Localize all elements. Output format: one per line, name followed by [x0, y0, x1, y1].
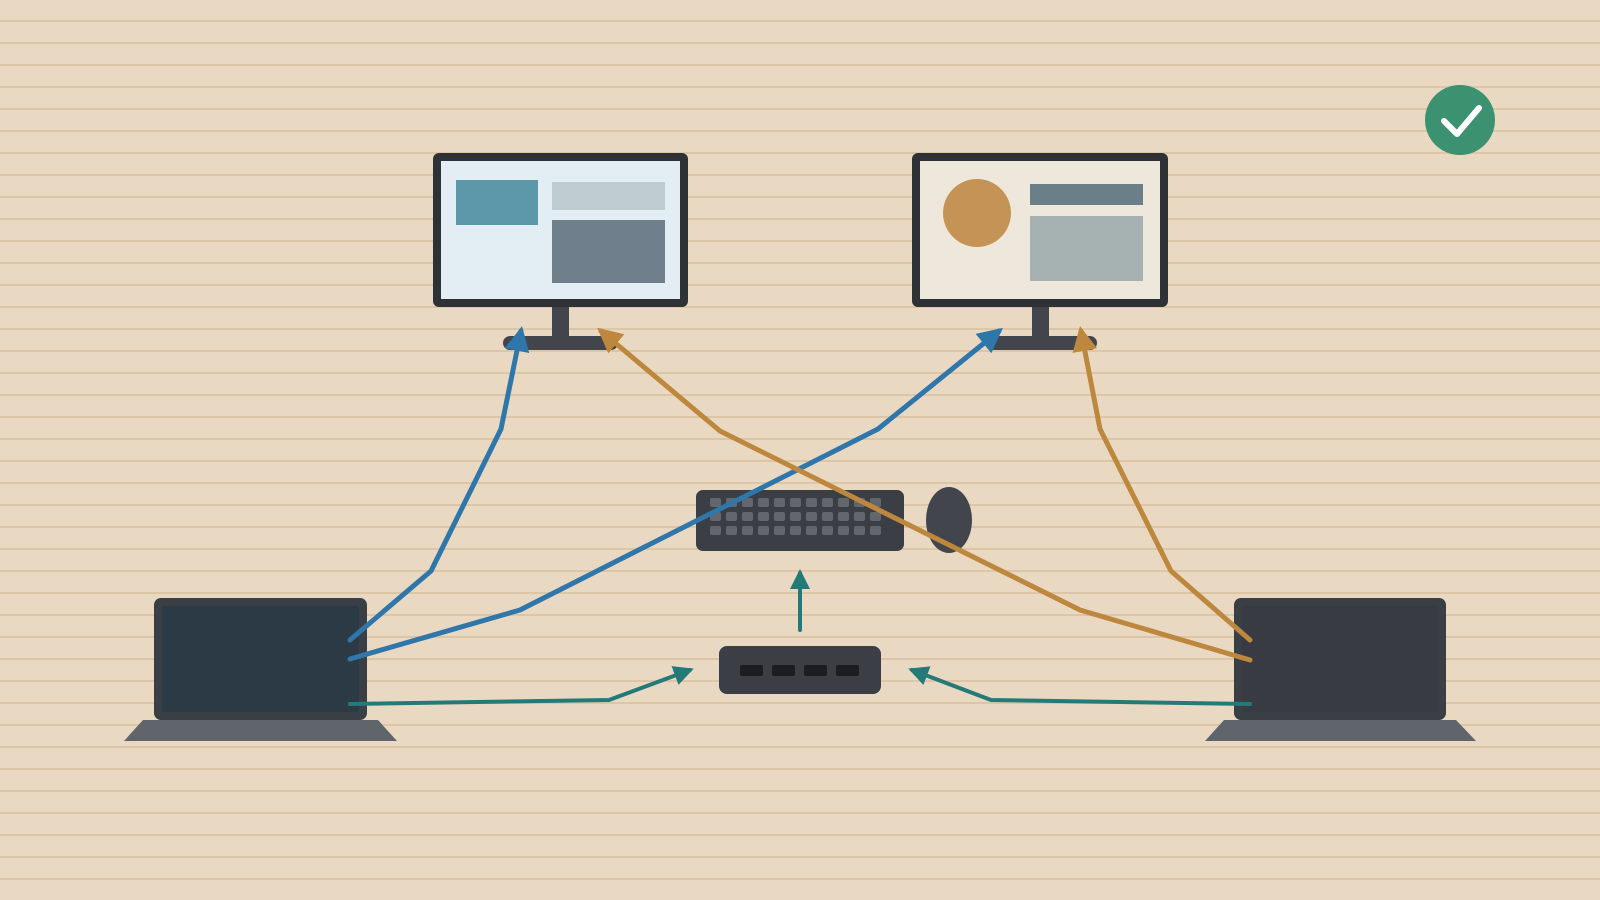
screen-panel — [1030, 216, 1143, 281]
cables — [347, 326, 1253, 706]
keyboard-key — [838, 498, 849, 507]
monitor-right-neck — [1032, 307, 1049, 337]
usb-port — [772, 665, 795, 676]
keyboard-key — [742, 498, 753, 507]
kvm-switch-body — [719, 646, 881, 694]
keyboard-key — [742, 526, 753, 535]
screen-bar — [552, 182, 665, 210]
laptop-left — [124, 598, 397, 741]
cable-laptop-right-to-switch — [908, 666, 1252, 706]
cable-laptop-left-to-monitor-right — [347, 327, 1003, 662]
monitor-left-stand — [503, 336, 618, 350]
keyboard-key — [854, 512, 865, 521]
keyboard-key — [790, 498, 801, 507]
keyboard-keys — [710, 498, 881, 535]
keyboard-key — [758, 512, 769, 521]
keyboard-key — [758, 526, 769, 535]
checkmark — [1441, 105, 1482, 137]
keyboard-key — [806, 526, 817, 535]
monitor-right — [912, 153, 1168, 350]
cable-laptop-left-to-monitor-left — [347, 326, 530, 643]
keyboard-key — [774, 512, 785, 521]
check-circle-icon — [1425, 85, 1495, 155]
laptop-right-base — [1205, 720, 1476, 741]
keyboard-key — [774, 498, 785, 507]
keyboard-key — [726, 512, 737, 521]
cable-laptop-left-to-switch — [348, 666, 694, 706]
keyboard-key — [726, 526, 737, 535]
laptop-left-base — [124, 720, 397, 741]
monitor-left-neck — [552, 307, 569, 337]
keyboard-key — [806, 512, 817, 521]
cable-laptop-right-to-monitor-left — [597, 327, 1253, 663]
screen-panel — [552, 220, 665, 283]
keyboard-key — [822, 512, 833, 521]
keyboard-key — [822, 526, 833, 535]
keyboard-key — [822, 498, 833, 507]
keyboard-key — [838, 512, 849, 521]
laptop-left-screen — [162, 606, 359, 712]
keyboard-key — [806, 498, 817, 507]
keyboard-key — [742, 512, 753, 521]
laptop-right — [1205, 598, 1476, 741]
screen-tile — [456, 180, 538, 225]
usb-port — [804, 665, 827, 676]
keyboard — [696, 490, 904, 551]
laptop-right-screen — [1242, 606, 1438, 712]
usb-port — [740, 665, 763, 676]
keyboard-key — [758, 498, 769, 507]
keyboard-key — [790, 526, 801, 535]
cable-laptop-right-to-monitor-right — [1072, 326, 1253, 643]
monitor-right-stand — [985, 336, 1097, 350]
keyboard-key — [710, 526, 721, 535]
status-badge — [1425, 85, 1495, 155]
keyboard-key — [774, 526, 785, 535]
monitor-left — [433, 153, 688, 350]
keyboard-key — [838, 526, 849, 535]
keyboard-key — [790, 512, 801, 521]
screen-circle — [943, 179, 1011, 247]
keyboard-key — [870, 526, 881, 535]
keyboard-key — [854, 526, 865, 535]
kvm-switch — [719, 646, 881, 694]
screen-bar — [1030, 184, 1143, 205]
keyboard-key — [870, 512, 881, 521]
usb-port — [836, 665, 859, 676]
keyboard-key — [710, 498, 721, 507]
